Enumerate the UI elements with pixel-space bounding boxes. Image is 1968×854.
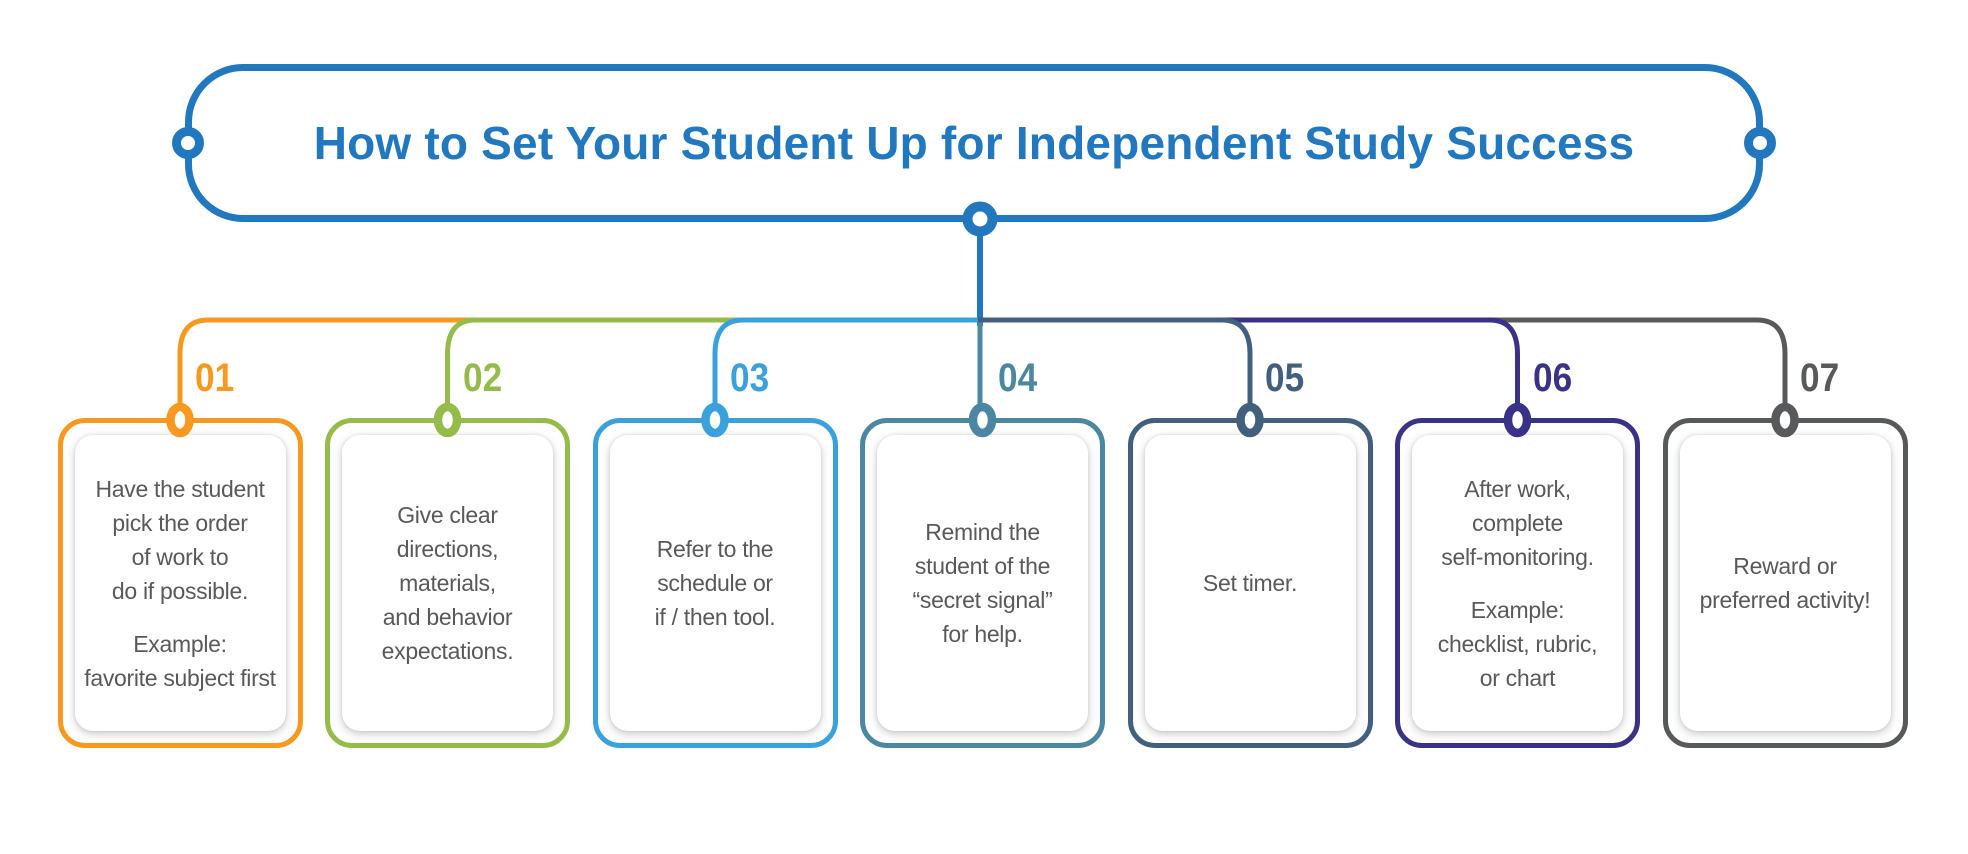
step-card: Have the student pick the order of work … [57, 418, 303, 748]
step-card: Set timer. [1127, 418, 1373, 748]
step-number-label: 03 [730, 356, 770, 400]
step-text-paragraph: Have the student pick the order of work … [95, 475, 265, 604]
step-number-label: 02 [462, 356, 502, 400]
step-card-panel: Remind the student of the “secret signal… [877, 435, 1088, 731]
step-text-paragraph: Reward or preferred activity! [1699, 553, 1871, 613]
step-card-panel: Give clear directions, materials, and be… [342, 435, 553, 731]
page-title: How to Set Your Student Up for Independe… [313, 117, 1635, 169]
step-text-paragraph: Example: checklist, rubric, or chart [1437, 596, 1598, 691]
step-card: Refer to the schedule or if / then tool. [592, 418, 838, 748]
step-text-paragraph: Example: favorite subject first [84, 630, 276, 691]
step-card-panel: Set timer. [1144, 435, 1356, 731]
step-number-label: 04 [997, 356, 1037, 400]
step-number-label: 01 [195, 356, 235, 400]
step-number-label: 07 [1800, 356, 1840, 400]
step-card-panel: Have the student pick the order of work … [74, 435, 286, 731]
step-card: Reward or preferred activity! [1662, 418, 1908, 748]
step-number-label: 05 [1265, 356, 1305, 400]
step-card-panel: Refer to the schedule or if / then tool. [609, 435, 821, 731]
step-card: Give clear directions, materials, and be… [325, 418, 570, 748]
step-card: After work, complete self-monitoring. Exa… [1395, 418, 1640, 748]
step-card-panel: After work, complete self-monitoring. Exa… [1412, 435, 1623, 731]
title-box: How to Set Your Student Up for Independe… [185, 64, 1763, 222]
step-text-paragraph: Refer to the schedule or if / then tool. [654, 536, 776, 630]
step-text-paragraph: Give clear directions, materials, and be… [381, 502, 514, 664]
step-card-panel: Reward or preferred activity! [1679, 435, 1891, 731]
step-text-paragraph: After work, complete self-monitoring. [1441, 475, 1594, 570]
step-number-label: 06 [1532, 356, 1572, 400]
step-text-paragraph: Remind the student of the “secret signal… [912, 519, 1053, 647]
step-card: Remind the student of the “secret signal… [860, 418, 1105, 748]
step-text-paragraph: Set timer. [1202, 570, 1298, 596]
